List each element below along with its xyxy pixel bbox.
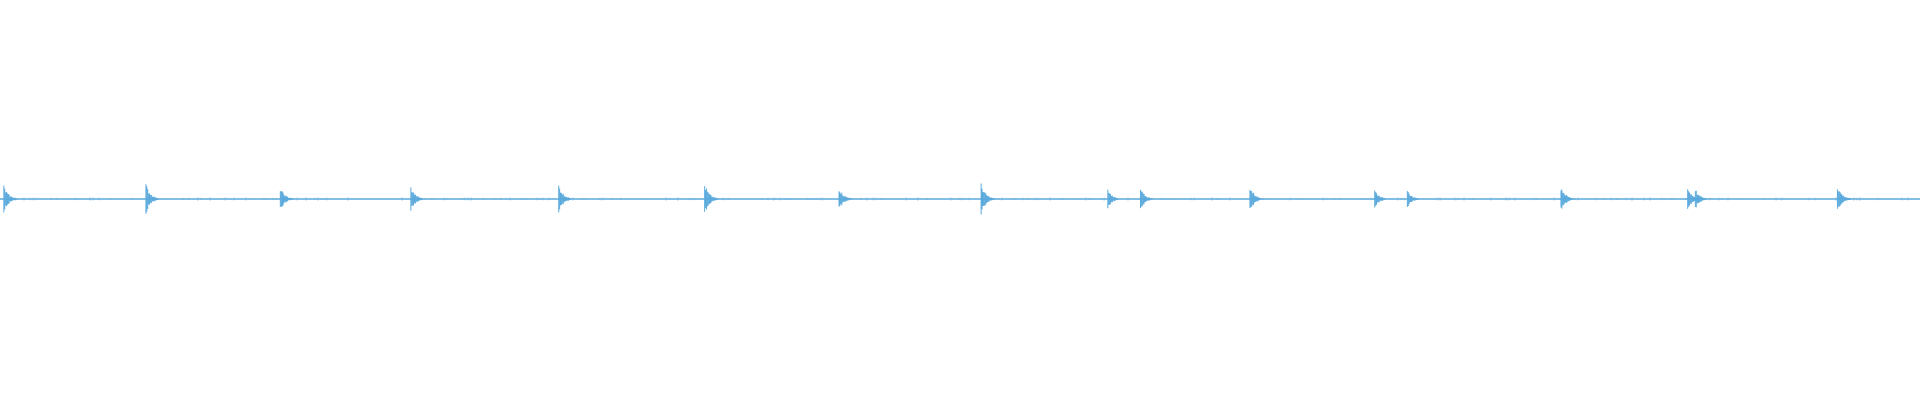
waveform-burst [980, 183, 1001, 215]
waveform-burst [838, 191, 859, 207]
waveform-burst [145, 184, 166, 214]
waveform-burst [1249, 189, 1270, 209]
waveform-burst [3, 185, 24, 213]
waveform-burst [410, 187, 431, 211]
waveform-burst [1694, 190, 1715, 208]
waveform-burst [1139, 189, 1160, 209]
waveform-burst [1406, 191, 1427, 207]
waveform-burst [1374, 190, 1395, 208]
waveform-burst [1836, 189, 1857, 209]
waveform-burst [558, 185, 579, 213]
waveform-burst [1560, 189, 1581, 209]
waveform-burst [279, 191, 300, 207]
waveform-burst [1107, 189, 1128, 209]
waveform-burst [704, 186, 725, 212]
